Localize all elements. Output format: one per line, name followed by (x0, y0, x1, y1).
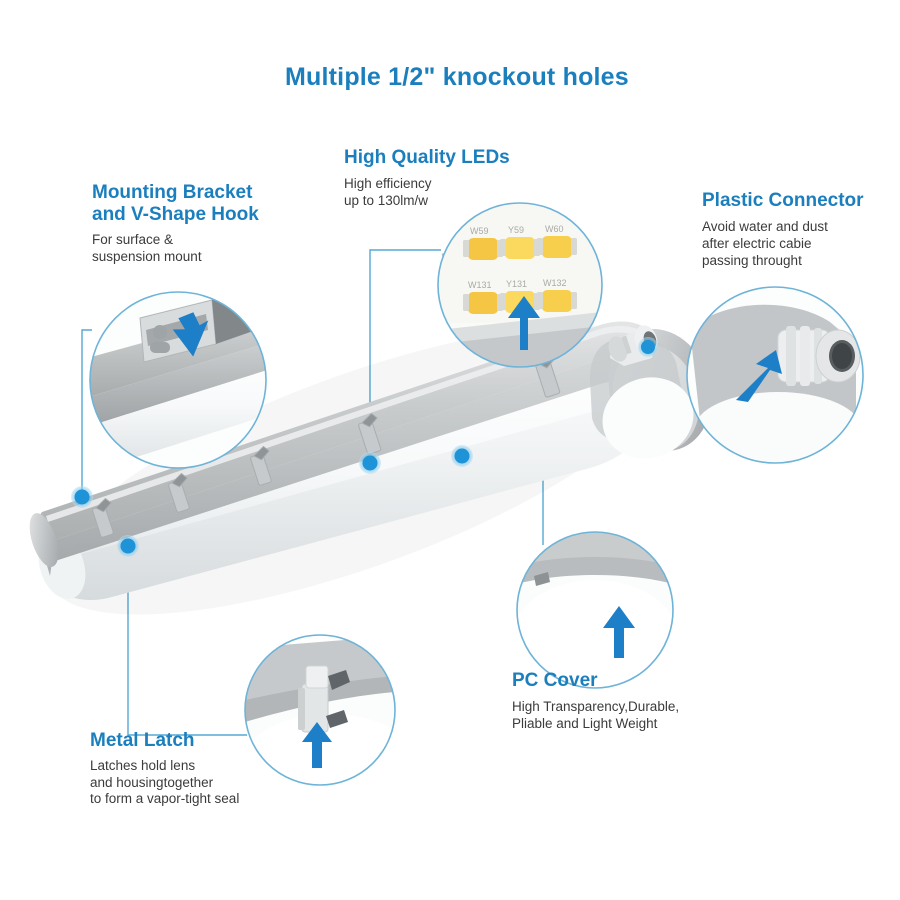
led-chip-codes: W59 Y59 W60 W131 Y131 W132 (468, 224, 567, 290)
callout-label-leds: High Quality LEDs High efficiency up to … (344, 147, 544, 209)
callout-sub-plastic-connector-line1: Avoid water and dust (702, 219, 828, 234)
callout-sub-pc-cover-line2: Pliable and Light Weight (512, 716, 658, 731)
dot-mounting-bracket[interactable] (74, 489, 90, 505)
svg-text:Y131: Y131 (506, 279, 527, 289)
callout-sub-metal-latch-line3: to form a vapor-tight seal (90, 791, 240, 806)
callout-heading-metal-latch: Metal Latch (90, 730, 195, 751)
detail-circle-pc-cover (516, 531, 674, 689)
callout-sub-pc-cover-line1: High Transparency,Durable, (512, 699, 680, 714)
pointer-arrow-up-left (172, 312, 209, 357)
svg-text:W131: W131 (468, 280, 492, 290)
callout-label-metal-latch: Metal Latch Latches hold lens and housin… (90, 730, 330, 808)
callout-label-mounting-bracket: Mounting Bracket and V-Shape Hook For su… (92, 182, 322, 265)
dot-leds[interactable] (362, 455, 378, 471)
callout-sub-leds-line2: up to 130lm/w (344, 193, 429, 208)
callout-heading-leds: High Quality LEDs (344, 147, 510, 168)
cable-gland-zoom (777, 326, 861, 386)
pointer-arrow-up (603, 606, 635, 658)
housing-face (44, 352, 658, 562)
callout-heading-mounting-bracket-line1: Mounting Bracket (92, 182, 253, 203)
callout-heading-pc-cover: PC Cover (512, 670, 598, 691)
callout-sub-mounting-bracket-line1: For surface & (92, 232, 174, 247)
led-chip-row-1 (463, 236, 577, 260)
pointer-arrow-up (508, 296, 540, 350)
callout-sub-leds-line1: High efficiency (344, 176, 432, 191)
dot-pc-cover[interactable] (454, 448, 470, 464)
detail-circle-leds: W59 Y59 W60 W131 Y131 W132 (437, 202, 603, 368)
housing-top (42, 321, 658, 556)
pointer-arrow-up-right (736, 350, 782, 402)
callout-heading-mounting-bracket-line2: and V-Shape Hook (92, 204, 259, 225)
svg-text:W132: W132 (543, 278, 567, 288)
callout-sub-metal-latch-line1: Latches hold lens (90, 758, 196, 773)
callout-sub-mounting-bracket-line2: suspension mount (92, 249, 202, 264)
pointer-arrow-up (302, 722, 332, 768)
metal-latches (92, 353, 561, 538)
detail-circle-plastic-connector (686, 286, 864, 464)
dot-plastic-connector[interactable] (641, 340, 655, 354)
dot-metal-latch[interactable] (120, 538, 136, 554)
svg-text:W59: W59 (470, 226, 489, 236)
callout-dots (71, 337, 658, 557)
callout-sub-plastic-connector-line2: after electric cabie (702, 236, 812, 251)
svg-text:Y59: Y59 (508, 225, 524, 235)
callout-label-pc-cover: PC Cover High Transparency,Durable, Plia… (512, 670, 752, 732)
svg-text:W60: W60 (545, 224, 564, 234)
detail-circle-mounting-bracket (89, 291, 267, 469)
callout-sub-metal-latch-line2: and housingtogether (90, 774, 214, 790)
callout-label-plastic-connector: Plastic Connector Avoid water and dust a… (702, 190, 900, 269)
vapor-tight-fixture (29, 223, 712, 600)
callout-sub-plastic-connector-line3: passing throught (702, 253, 802, 268)
metal-latch-zoom (298, 665, 350, 733)
page-title: Multiple 1/2" knockout holes (285, 63, 629, 91)
callout-heading-plastic-connector: Plastic Connector (702, 190, 864, 211)
